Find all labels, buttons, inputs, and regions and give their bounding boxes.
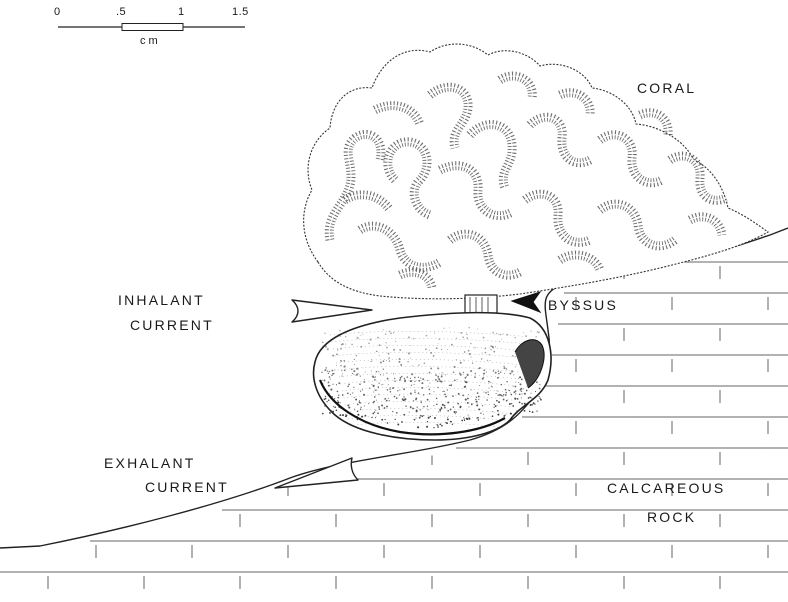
- inhalant-label-line2: CURRENT: [130, 317, 214, 333]
- scale-tick-0: 0: [54, 6, 61, 18]
- inhalant-label-line1: INHALANT: [118, 292, 205, 308]
- inhalant-current-arrow: [292, 300, 372, 322]
- exhalant-label-line2: CURRENT: [145, 479, 229, 495]
- rock-label-line1: CALCAREOUS: [607, 480, 725, 496]
- byssus-pointer-arrow: [512, 292, 540, 312]
- byssus-label: BYSSUS: [548, 297, 618, 313]
- scale-tick-half: .5: [116, 6, 126, 18]
- rock-label-line2: ROCK: [647, 509, 696, 525]
- exhalant-label-line1: EXHALANT: [104, 455, 196, 471]
- scale-tick-1-5: 1.5: [232, 6, 249, 18]
- scale-unit-label: cm: [140, 35, 161, 47]
- coral-label: CORAL: [637, 80, 696, 96]
- scale-tick-1: 1: [178, 6, 185, 18]
- scale-bar: [58, 24, 245, 31]
